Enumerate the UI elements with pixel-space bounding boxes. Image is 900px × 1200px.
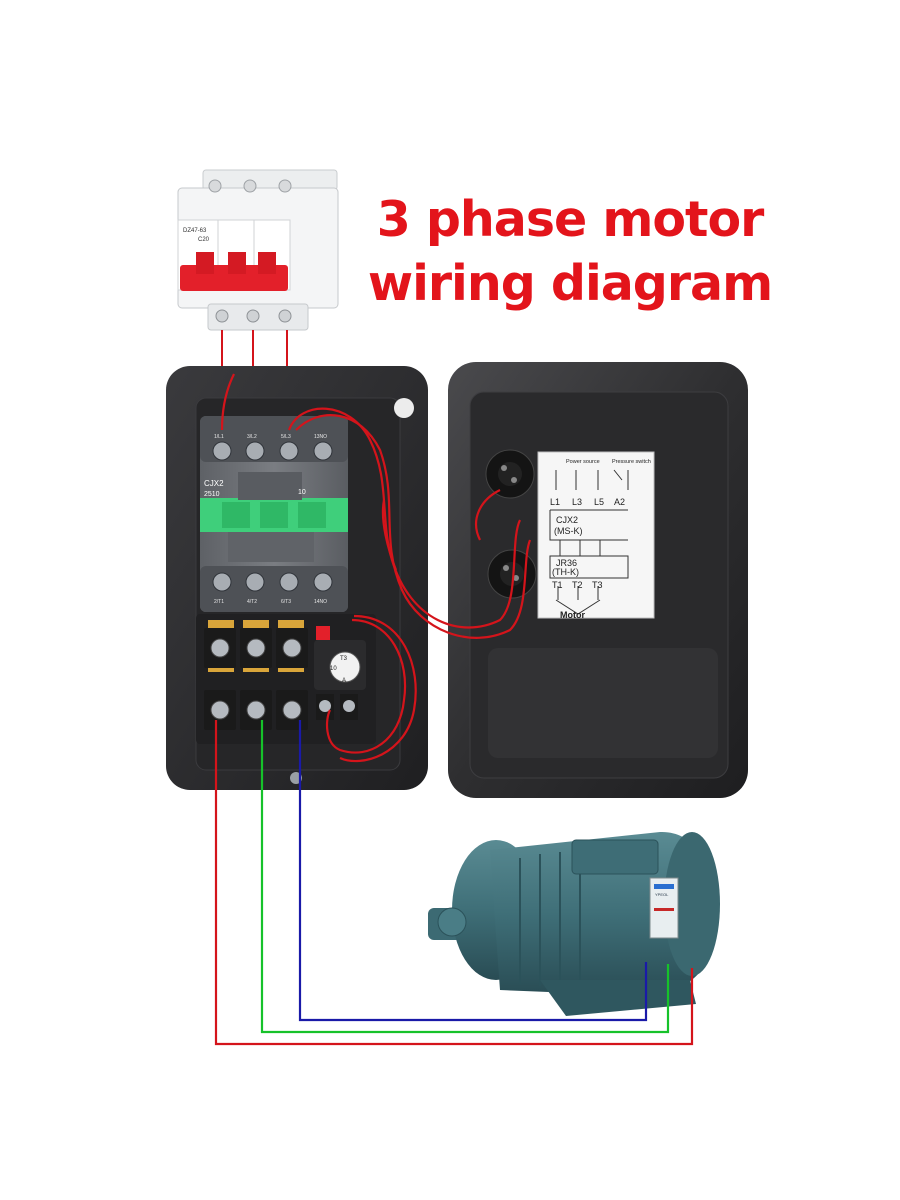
contactor-model: CJX2 [204,479,224,488]
label-contactor-sub: (MS-K) [554,526,583,536]
title-line-1: 3 phase motor [376,191,765,248]
label-motor: Motor [560,610,585,620]
terminal-label-top-3: 5/L3 [281,434,291,440]
label-input-l3: L3 [572,497,582,507]
wire-red [214,720,694,1046]
terminal-label-bottom-4: 14NO [314,599,327,605]
relay-label-side: 10 [330,666,337,672]
label-relay: JR36 [556,558,577,568]
lid-wiring-label: Power source Pressure switch L1 L3 L5 A2… [537,451,655,620]
relay-label-top: T3 [340,656,348,662]
label-input-l5: L5 [594,497,604,507]
title-line-2: wiring diagram [367,255,773,312]
contactor: 1/L1 3/L2 5/L3 13NO 2/T1 4/T2 6/T3 14NO … [200,416,348,612]
control-wires [220,373,532,763]
label-input-l1: L1 [550,497,560,507]
label-input-a2: A2 [614,497,625,507]
label-output-t3: T3 [592,580,603,590]
wire-green [260,720,670,1034]
circuit-breaker: DZ47-63 C20 [177,169,339,331]
label-relay-sub: (TH-K) [552,567,579,577]
relay-label-bottom: A [342,678,346,684]
label-output-t2: T2 [572,580,583,590]
wire-blue [298,720,648,1022]
motor-wires [214,720,694,1046]
terminal-label-bottom-2: 4/T2 [247,599,257,605]
contactor-top-screws [212,441,333,461]
motor-plate-brand: YPEOL [655,892,669,897]
contactor-code: 2510 [204,491,220,498]
terminal-label-top-4: 13NO [314,434,327,440]
motor: YPEOL [428,831,720,1016]
label-pressure-switch: Pressure switch [612,459,651,465]
diagram-title: 3 phase motor wiring diagram [360,188,780,316]
terminal-label-top-2: 3/L2 [247,434,257,440]
breaker-model: DZ47-63 [183,228,207,234]
contactor-top-labels: 1/L1 3/L2 5/L3 13NO [214,434,327,440]
contactor-bottom-screws [212,572,333,592]
label-output-t1: T1 [552,580,563,590]
terminal-label-bottom-3: 6/T3 [281,599,291,605]
label-contactor: CJX2 [556,515,578,525]
contactor-bottom-labels: 2/T1 4/T2 6/T3 14NO [214,599,327,605]
terminal-label-bottom-1: 2/T1 [214,599,224,605]
label-power-source: Power source [566,459,600,465]
terminal-label-top-1: 1/L1 [214,434,224,440]
overload-relay: T3 10 A [196,614,376,744]
contactor-aux: 10 [298,489,306,496]
breaker-rating: C20 [198,237,210,243]
